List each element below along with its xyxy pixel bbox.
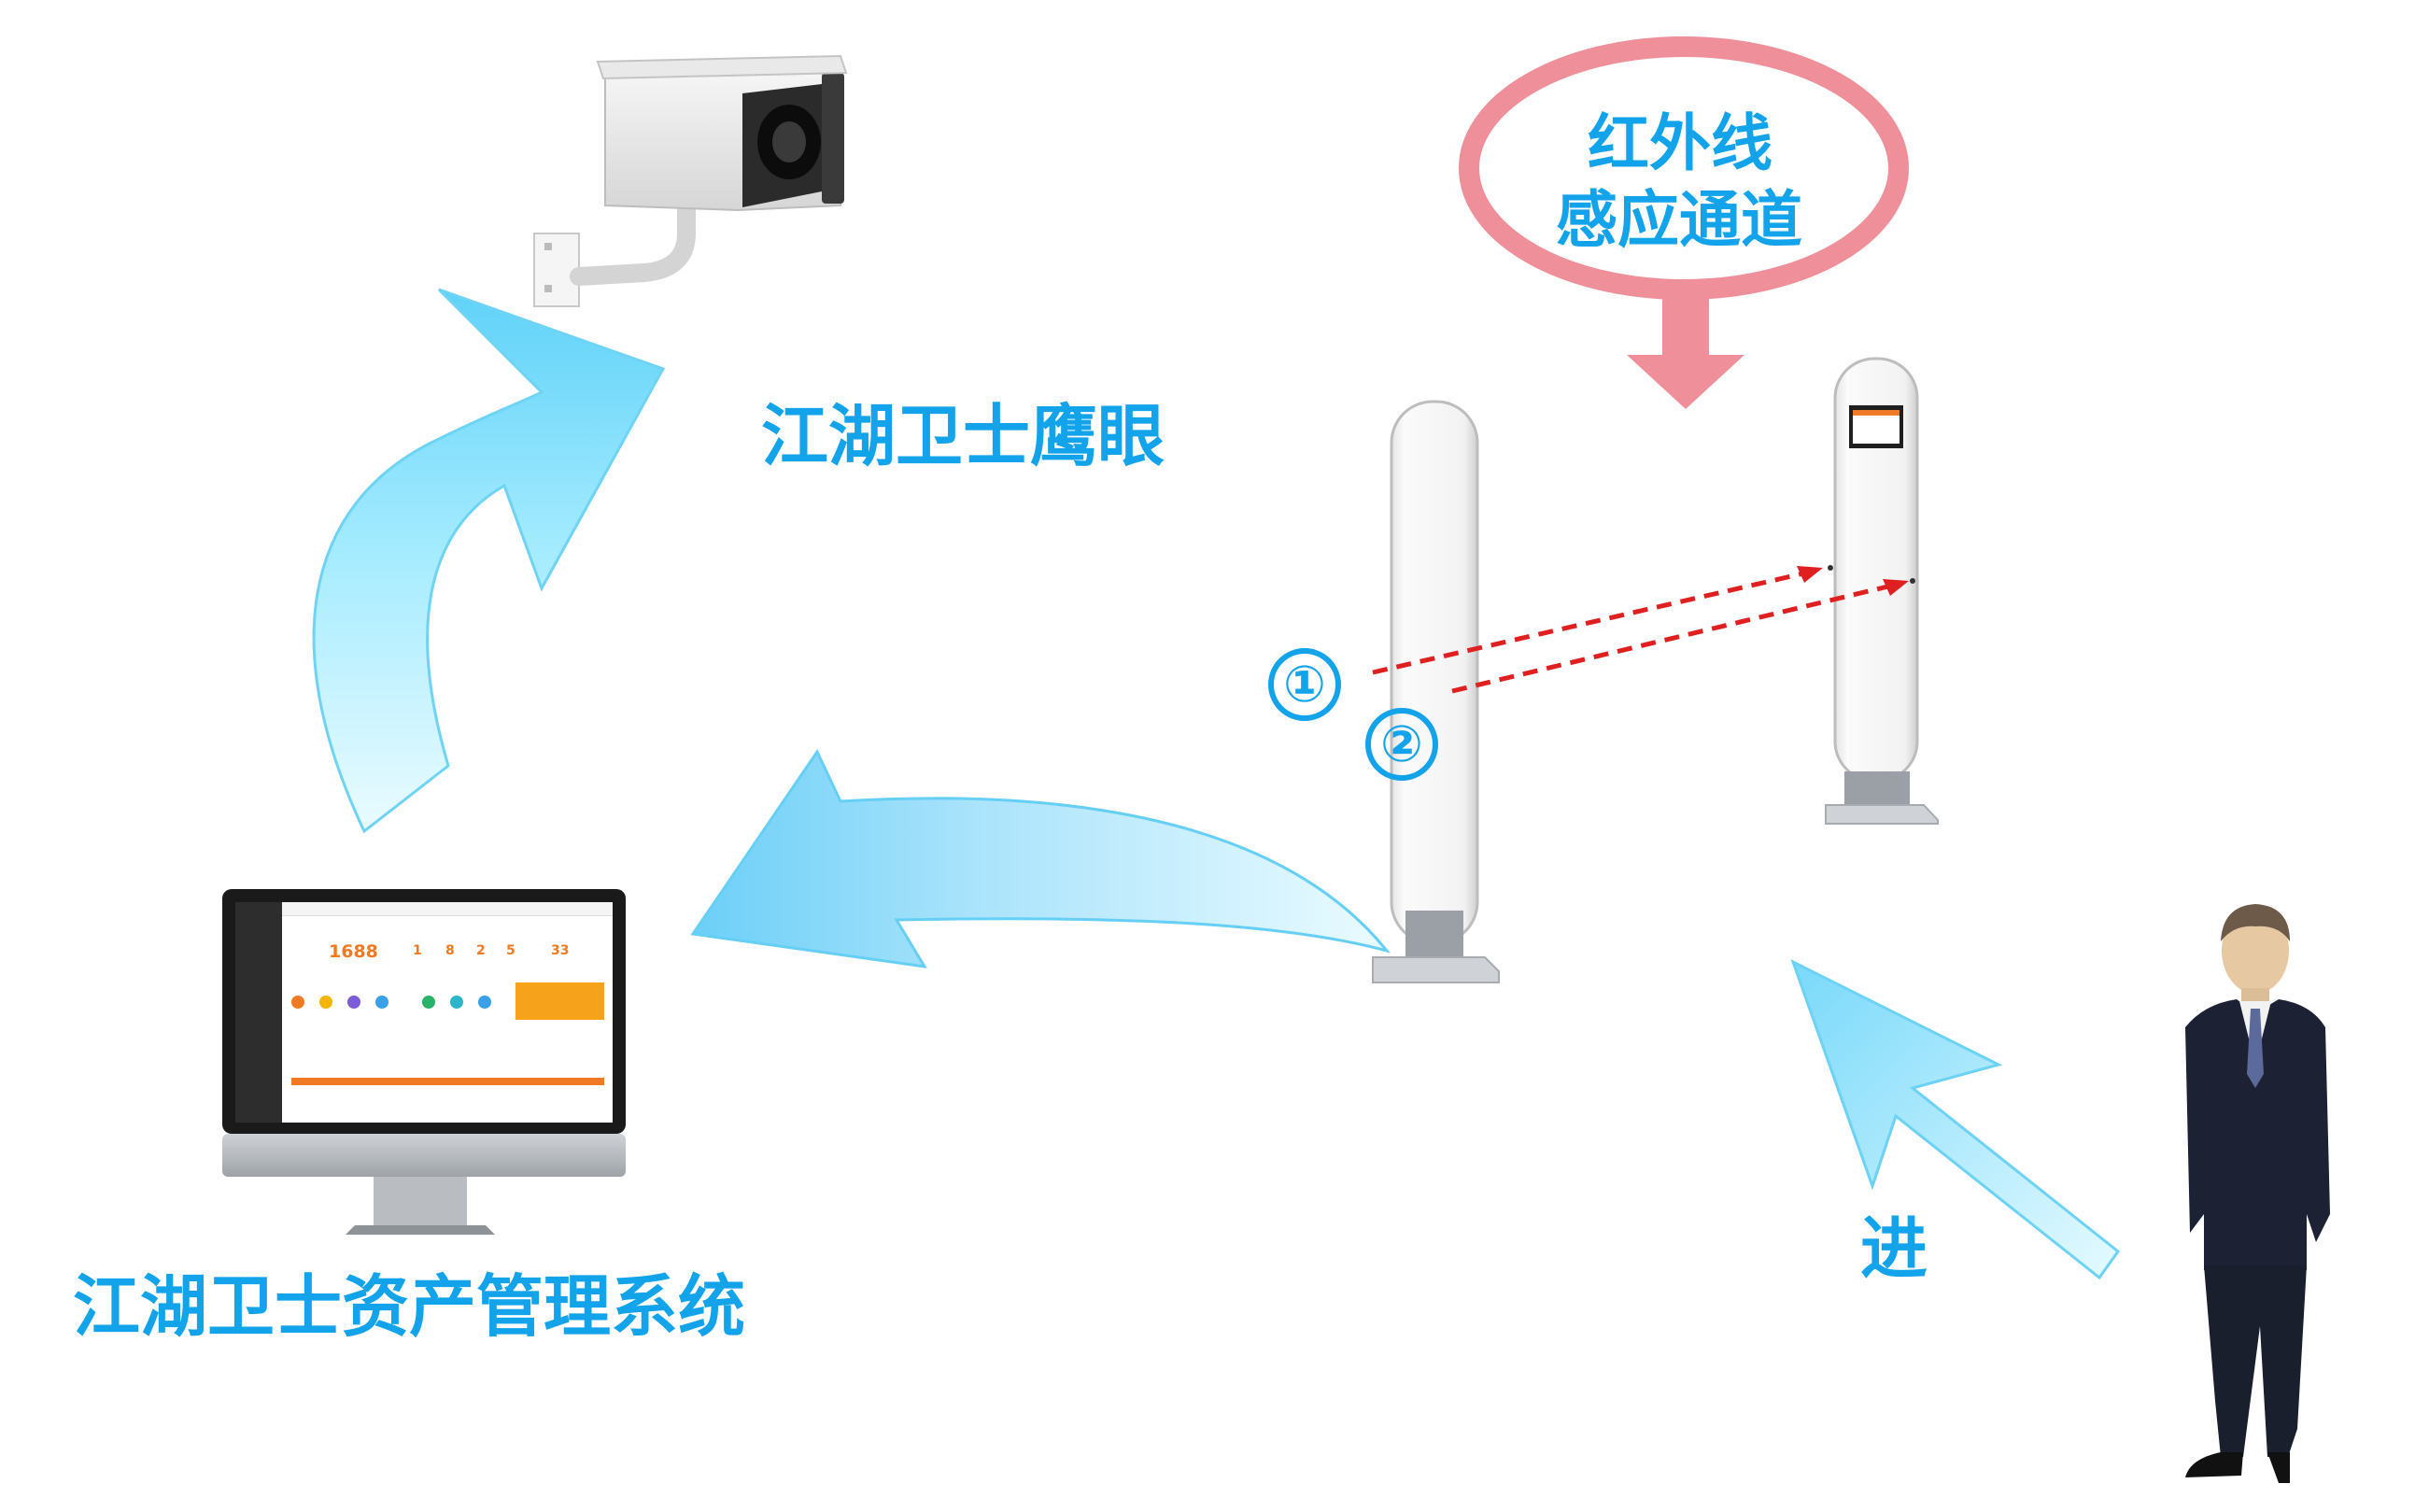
person-figure bbox=[2185, 904, 2330, 1483]
dashboard-total-assets: 1688 bbox=[329, 941, 378, 962]
flow-arrow-gate-to-system bbox=[690, 748, 1391, 968]
flow-arrow-system-to-camera bbox=[312, 288, 666, 834]
system-label: 江湖卫士资产管理系统 bbox=[73, 1267, 746, 1346]
rfid-gate-right bbox=[1825, 357, 1939, 825]
dashboard-sidebar bbox=[235, 902, 282, 1123]
dashboard-banner bbox=[515, 982, 604, 1020]
dashboard-stat-4: 5 bbox=[506, 943, 515, 958]
dashboard-progress-steps bbox=[291, 1078, 604, 1085]
infrared-bubble-arrow bbox=[1627, 299, 1744, 409]
infrared-label-line1: 红外线 bbox=[1588, 107, 1772, 179]
infrared-bubble bbox=[1459, 36, 1909, 300]
sensor-number-2: ② bbox=[1365, 708, 1438, 781]
infrared-label-line2: 感应通道 bbox=[1556, 184, 1802, 256]
dashboard-stat-3: 2 bbox=[476, 943, 486, 958]
infrared-beams bbox=[1372, 565, 1915, 694]
camera-icon bbox=[533, 54, 848, 307]
camera-label: 江湖卫士鹰眼 bbox=[761, 397, 1165, 475]
enter-label: 进 bbox=[1860, 1209, 1928, 1288]
flow-arrow-enter bbox=[1790, 958, 2121, 1280]
rfid-gate-left bbox=[1372, 400, 1500, 983]
sensor-number-1: ① bbox=[1268, 648, 1341, 721]
dashboard-stat-2: 8 bbox=[445, 943, 455, 958]
dashboard-stat-1: 1 bbox=[413, 943, 422, 958]
dashboard-icon-row bbox=[291, 996, 506, 1012]
dashboard-screen: 1688 1 8 2 5 33 bbox=[235, 902, 613, 1123]
dashboard-side-stat: 33 bbox=[551, 943, 570, 958]
dashboard-topbar bbox=[282, 902, 613, 916]
